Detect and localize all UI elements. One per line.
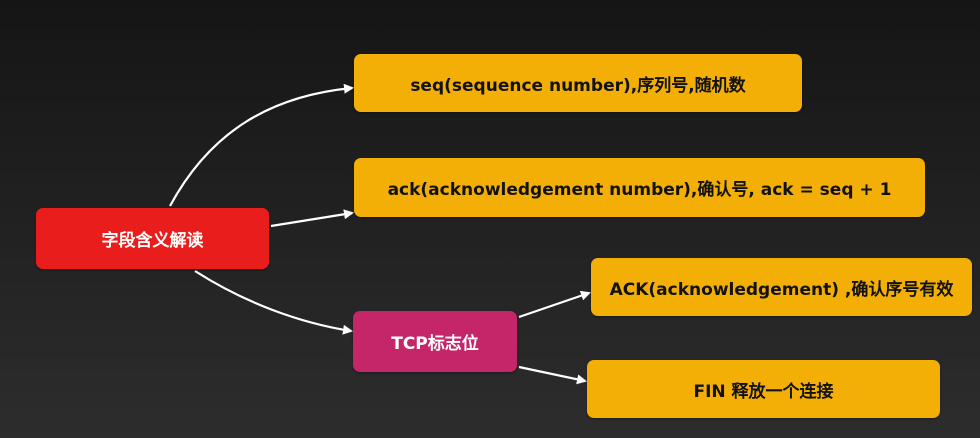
arrow-root-to-tcp-flags <box>194 270 353 335</box>
ack-flag-node: ACK(acknowledgement) ,确认序号有效 <box>591 258 972 316</box>
ack-node-label: ack(acknowledgement number),确认号, ack = s… <box>387 180 892 200</box>
root-node-label: 字段含义解读 <box>101 231 204 251</box>
ack-node: ack(acknowledgement number),确认号, ack = s… <box>354 158 925 217</box>
root-node-field-meaning: 字段含义解读 <box>36 208 269 269</box>
arrow-root-to-seq <box>169 83 354 207</box>
ack-flag-node-label: ACK(acknowledgement) ,确认序号有效 <box>609 279 954 300</box>
arrow-tcp-to-ack-flag <box>518 290 591 319</box>
tcp-flags-node: TCP标志位 <box>353 311 517 372</box>
seq-node-label: seq(sequence number),序列号,随机数 <box>410 75 746 96</box>
seq-node: seq(sequence number),序列号,随机数 <box>354 54 802 112</box>
arrow-tcp-to-fin-flag <box>518 365 587 385</box>
tcp-flags-node-label: TCP标志位 <box>391 334 479 354</box>
fin-flag-node: FIN 释放一个连接 <box>587 360 940 418</box>
fin-flag-node-label: FIN 释放一个连接 <box>693 381 834 402</box>
arrow-root-to-ack <box>270 209 354 228</box>
